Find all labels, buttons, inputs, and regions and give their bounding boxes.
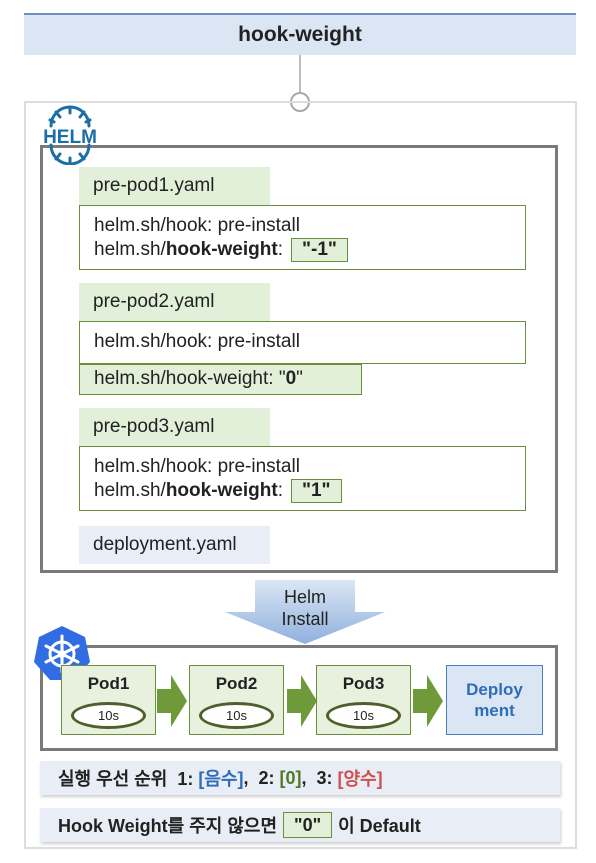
title-bar: hook-weight [24, 13, 576, 55]
priority-zero: [0] [279, 767, 302, 788]
file-name: pre-pod3.yaml [93, 416, 215, 437]
pod-time: 10s [199, 702, 274, 729]
flow-arrow-3 [413, 675, 443, 727]
pod-card-2: Pod2 10s [189, 665, 284, 735]
weight-prefix: helm.sh/ [94, 239, 166, 260]
weight-value: 0 [285, 368, 297, 389]
weight-value-badge: "1" [290, 479, 342, 503]
default-value-badge: "0" [283, 812, 333, 838]
install-line-2: Install [281, 609, 329, 629]
weight-colon: : [277, 239, 283, 260]
pod-name: Pod2 [215, 674, 258, 693]
helm-install-arrow [225, 580, 385, 644]
file-label-pre-pod1: pre-pod1.yaml [79, 167, 270, 205]
weight-text: helm.sh/hook-weight: " [94, 368, 286, 389]
hook-weight-line: helm.sh/hook-weight: "-1" [94, 238, 525, 262]
priority-negative: [음수] [198, 769, 244, 789]
default-note: Hook Weight를 주지 않으면 "0" 이 Default [40, 808, 560, 842]
weight-colon: : [277, 480, 283, 501]
file-name: pre-pod2.yaml [93, 291, 215, 312]
helm-install-label: Helm Install [255, 586, 355, 630]
default-suffix: 이 Default [338, 816, 421, 836]
pod-card-3: Pod3 10s [316, 665, 411, 735]
pod-name: Pod3 [342, 674, 385, 693]
weight-key: hook-weight [165, 239, 278, 260]
weight-prefix: helm.sh/ [94, 480, 166, 501]
hook-line: helm.sh/hook: pre-install [94, 215, 300, 236]
priority-sep-2: , 3: [301, 767, 338, 788]
weight-value-badge: "-1" [290, 238, 348, 262]
helm-wheel-icon: HELM [43, 105, 97, 165]
flow-arrow-1 [157, 675, 187, 727]
file-name: pre-pod1.yaml [93, 175, 215, 196]
deployment-card: Deploy ment [446, 665, 543, 735]
helm-logo-text: HELM [43, 127, 97, 148]
weight-key: hook-weight [165, 480, 278, 501]
code-block-pre-pod1: helm.sh/hook: pre-install helm.sh/hook-w… [79, 205, 526, 270]
pod-time: 10s [71, 702, 146, 729]
hook-line: helm.sh/hook: pre-install [94, 331, 300, 352]
file-label-deployment: deployment.yaml [79, 526, 270, 564]
diagram-frame [24, 101, 577, 849]
pod-card-1: Pod1 10s [61, 665, 156, 735]
priority-prefix: 실행 우선 순위 1: [58, 769, 199, 789]
page-title: hook-weight [238, 23, 362, 46]
weight-quote: " [296, 368, 303, 389]
pod-name: Pod1 [87, 674, 130, 693]
code-block-pre-pod2: helm.sh/hook: pre-install [79, 321, 526, 364]
flow-arrow-2 [287, 675, 317, 727]
file-name: deployment.yaml [93, 534, 237, 555]
deployment-line-2: ment [474, 701, 515, 720]
file-label-pre-pod2: pre-pod2.yaml [79, 283, 270, 321]
priority-sep-1: , 2: [243, 767, 280, 788]
title-connector-line [299, 55, 301, 93]
hook-weight-line-pre-pod2: helm.sh/hook-weight: "0" [79, 364, 362, 395]
priority-positive: [양수] [337, 769, 383, 789]
default-prefix: Hook Weight를 주지 않으면 [58, 816, 278, 836]
deployment-line-1: Deploy [466, 680, 523, 699]
hook-line: helm.sh/hook: pre-install [94, 456, 300, 477]
hook-weight-line: helm.sh/hook-weight: "1" [94, 479, 525, 503]
pod-time: 10s [326, 702, 401, 729]
priority-note: 실행 우선 순위 1: [음수], 2: [0], 3: [양수] [40, 761, 560, 795]
install-line-1: Helm [283, 587, 326, 607]
file-label-pre-pod3: pre-pod3.yaml [79, 408, 270, 446]
code-block-pre-pod3: helm.sh/hook: pre-install helm.sh/hook-w… [79, 446, 526, 511]
